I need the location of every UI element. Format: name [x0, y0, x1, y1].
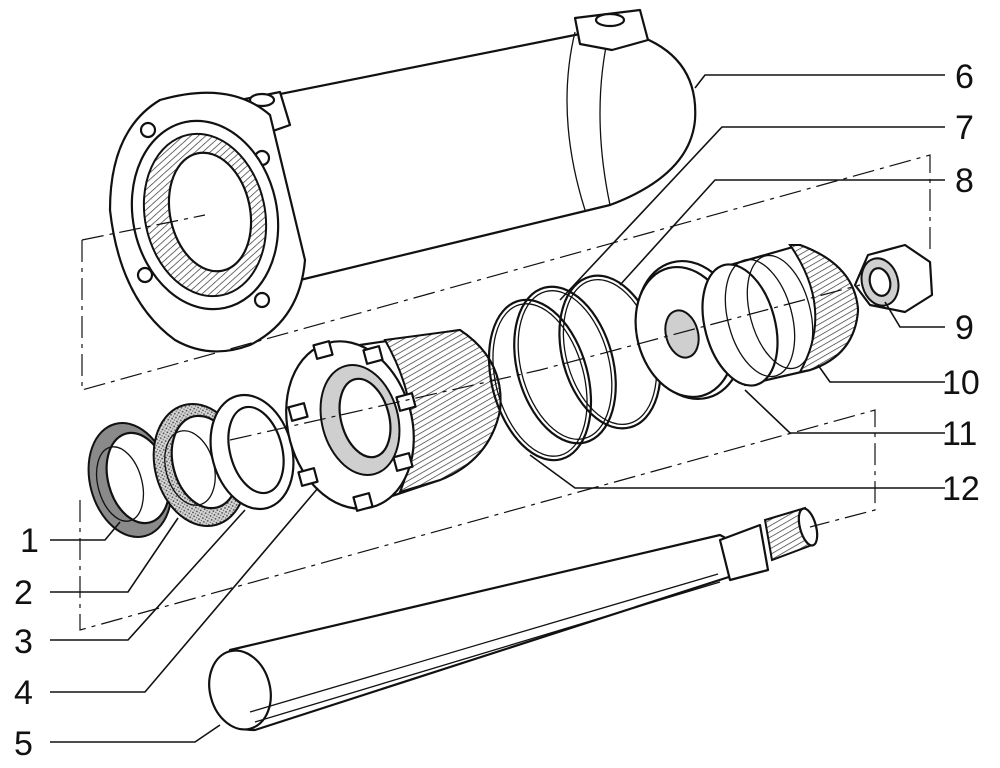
- callout-5: 5: [14, 725, 33, 763]
- callout-4: 4: [14, 674, 33, 712]
- cylinder-barrel-part-6: [108, 8, 697, 353]
- callout-6: 6: [955, 58, 974, 96]
- hex-nut-part-9: [853, 243, 934, 314]
- piston-part-10: [701, 243, 860, 387]
- leader-lines: [50, 74, 945, 743]
- callout-9: 9: [955, 309, 974, 347]
- callout-3: 3: [14, 623, 33, 661]
- callout-8: 8: [955, 162, 974, 200]
- wiper-seal-part-1: [87, 422, 173, 538]
- assembly-axis-lines: [79, 154, 931, 631]
- callout-2: 2: [14, 574, 33, 612]
- callout-1: 1: [20, 522, 39, 560]
- callout-10: 10: [942, 364, 980, 402]
- gland-head-part-4: [285, 328, 502, 512]
- callout-11: 11: [942, 415, 977, 453]
- o-ring-part-7: [513, 285, 617, 445]
- callout-12: 12: [942, 470, 980, 508]
- callout-7: 7: [955, 109, 974, 147]
- o-ring-part-12: [487, 298, 593, 462]
- piston-rod-part-5: [208, 506, 819, 732]
